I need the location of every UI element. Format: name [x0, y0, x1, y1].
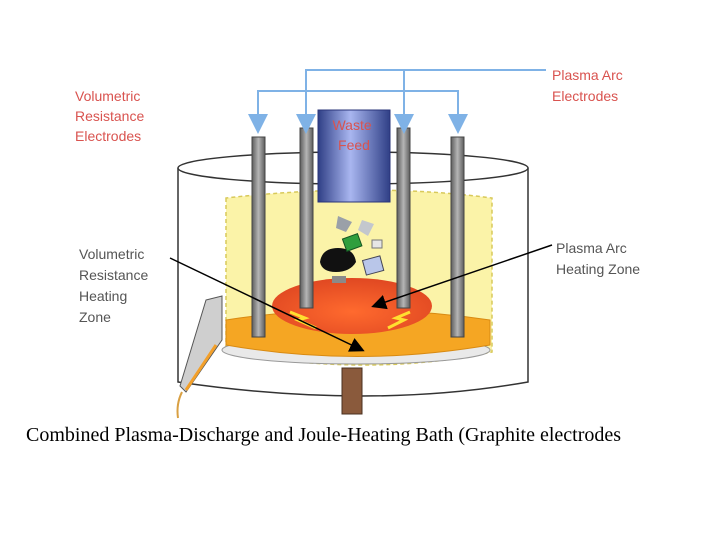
label-volumetric-heating-zone: Volumetric Resistance Heating Zone — [79, 246, 152, 325]
volumetric-electrode-left — [251, 136, 266, 338]
plasma-zone-pointer — [371, 244, 553, 310]
figure-caption: Combined Plasma-Discharge and Joule-Heat… — [26, 424, 622, 446]
label-waste-feed: Waste Feed — [332, 117, 375, 153]
plasma-electrode-left — [299, 127, 314, 309]
volumetric-power-line — [257, 90, 459, 110]
waste-bag-icon — [320, 248, 356, 272]
plasma-power-line — [305, 69, 546, 110]
label-volumetric-electrodes: Volumetric Resistance Electrodes — [75, 88, 148, 144]
waste-debris-icon — [358, 220, 374, 236]
plasma-electrode-right — [396, 127, 411, 309]
side-tube — [176, 391, 183, 419]
volumetric-electrode-right — [450, 136, 465, 338]
arc-spark-right — [387, 310, 411, 330]
volumetric-zone-pointer — [169, 257, 365, 352]
waste-feed-tube — [317, 109, 391, 203]
label-plasma-arc-heating-zone: Plasma Arc Heating Zone — [556, 240, 640, 277]
label-plasma-arc-electrodes: Plasma Arc Electrodes — [552, 67, 627, 104]
drain-tap — [341, 367, 363, 415]
waste-chunk-icon — [332, 276, 346, 283]
waste-cube-green-icon — [341, 232, 363, 252]
waste-cube-blue-icon — [361, 255, 385, 276]
side-window — [179, 295, 223, 393]
waste-debris-icon — [336, 216, 352, 232]
side-window-glow — [184, 344, 218, 391]
waste-chunk-icon — [371, 239, 383, 249]
